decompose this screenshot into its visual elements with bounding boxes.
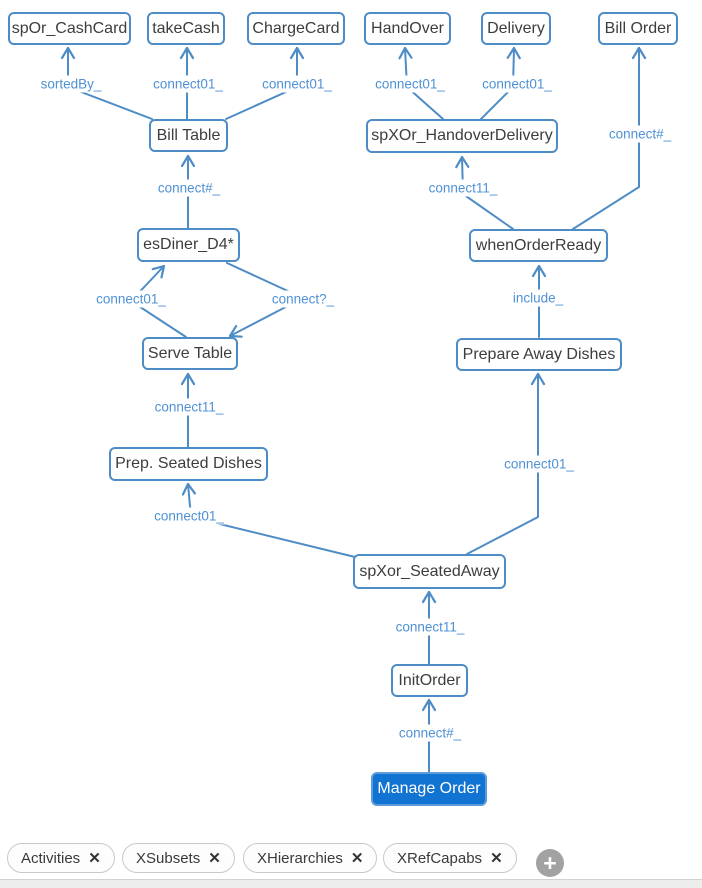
- edge-label-connect11-spxorsa: connect11_: [392, 618, 468, 636]
- node-serve-table[interactable]: Serve Table: [142, 337, 238, 370]
- edge-label-connecthash-billorder: connect#_: [605, 125, 675, 143]
- add-filter-button[interactable]: +: [536, 849, 564, 877]
- node-whenorderready[interactable]: whenOrderReady: [469, 229, 608, 262]
- node-spor-cashcard[interactable]: spOr_CashCard: [8, 12, 131, 45]
- edge-label-connectq-servetable: connect?_: [268, 290, 338, 308]
- edge-label-sortedby: sortedBy_: [37, 75, 105, 93]
- chip-xrefcapabs[interactable]: XRefCapabs ✕: [383, 843, 517, 873]
- node-bill-order[interactable]: Bill Order: [598, 12, 678, 45]
- node-handover[interactable]: HandOver: [364, 12, 451, 45]
- node-initorder[interactable]: InitOrder: [391, 664, 468, 697]
- edge-label-connect11-spxorhd: connect11_: [425, 179, 501, 197]
- plus-icon: +: [543, 849, 557, 876]
- chip-activities[interactable]: Activities ✕: [7, 843, 115, 873]
- edge-label-connecthash-initorder: connect#_: [395, 724, 465, 742]
- remove-icon[interactable]: ✕: [88, 849, 101, 867]
- remove-icon[interactable]: ✕: [490, 849, 503, 867]
- edge-label-connect01-delivery: connect01_: [479, 75, 555, 93]
- node-chargecard[interactable]: ChargeCard: [247, 12, 345, 45]
- remove-icon[interactable]: ✕: [208, 849, 221, 867]
- node-takecash[interactable]: takeCash: [147, 12, 225, 45]
- edge-label-connect01-takecash: connect01_: [150, 75, 226, 93]
- edge-label-connect01-prepseated: connect01_: [151, 507, 227, 525]
- remove-icon[interactable]: ✕: [350, 849, 364, 867]
- bottom-panel-edge: [0, 879, 702, 888]
- node-prep-seated-dishes[interactable]: Prep. Seated Dishes: [109, 447, 268, 481]
- node-delivery[interactable]: Delivery: [481, 12, 551, 45]
- edge-label-connect11-servetable: connect11_: [151, 398, 227, 416]
- chip-label: XSubsets: [136, 849, 201, 867]
- edge-line-spxorsa-prepareaway: [466, 372, 546, 555]
- chip-label: XHierarchies: [257, 849, 343, 867]
- edge-label-connect01-prepareaway: connect01_: [501, 455, 577, 473]
- edge-label-include: include_: [509, 289, 567, 307]
- edge-line-whenorderready-billorder: [572, 46, 647, 230]
- edge-label-connect01-handover: connect01_: [372, 75, 448, 93]
- node-esdiner-d4[interactable]: esDiner_D4*: [137, 228, 240, 262]
- chip-xhierarchies[interactable]: XHierarchies ✕: [243, 843, 378, 873]
- chip-label: XRefCapabs: [397, 849, 483, 867]
- edge-label-connecthash-billtable: connect#_: [154, 179, 224, 197]
- chip-xsubsets[interactable]: XSubsets ✕: [122, 843, 235, 873]
- edge-label-connect01-chargecard: connect01_: [259, 75, 335, 93]
- chip-label: Activities: [21, 849, 81, 867]
- node-bill-table[interactable]: Bill Table: [149, 119, 228, 152]
- node-manage-order[interactable]: Manage Order: [371, 772, 487, 806]
- node-prepare-away-dishes[interactable]: Prepare Away Dishes: [456, 338, 622, 371]
- edge-label-connect01-esdiner: connect01_: [93, 290, 169, 308]
- node-spxor-handoverdelivery[interactable]: spXOr_HandoverDelivery: [366, 119, 558, 153]
- node-spxor-seatedaway[interactable]: spXor_SeatedAway: [353, 554, 506, 589]
